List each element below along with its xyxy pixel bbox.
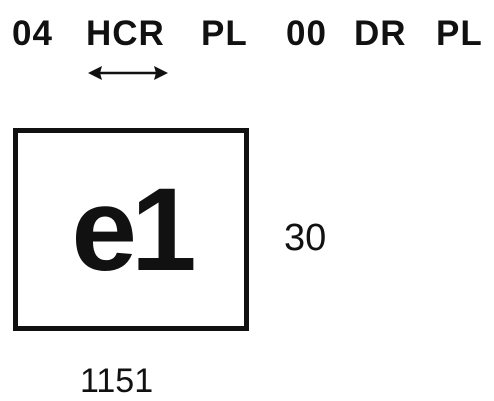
header-token-pl-second: PL xyxy=(436,14,483,53)
header-token-dr: DR xyxy=(354,14,407,53)
header-token-pl-first: PL xyxy=(201,14,248,53)
header-token-hcr: HCR xyxy=(86,14,165,53)
bottom-number: 1151 xyxy=(80,362,154,400)
side-number: 30 xyxy=(284,217,327,259)
labeled-frame: e1 xyxy=(13,128,249,331)
header-token-00: 00 xyxy=(286,14,327,53)
frame-label: e1 xyxy=(71,164,196,296)
double-headed-arrow-icon xyxy=(88,66,168,80)
header-token-04: 04 xyxy=(12,14,53,53)
